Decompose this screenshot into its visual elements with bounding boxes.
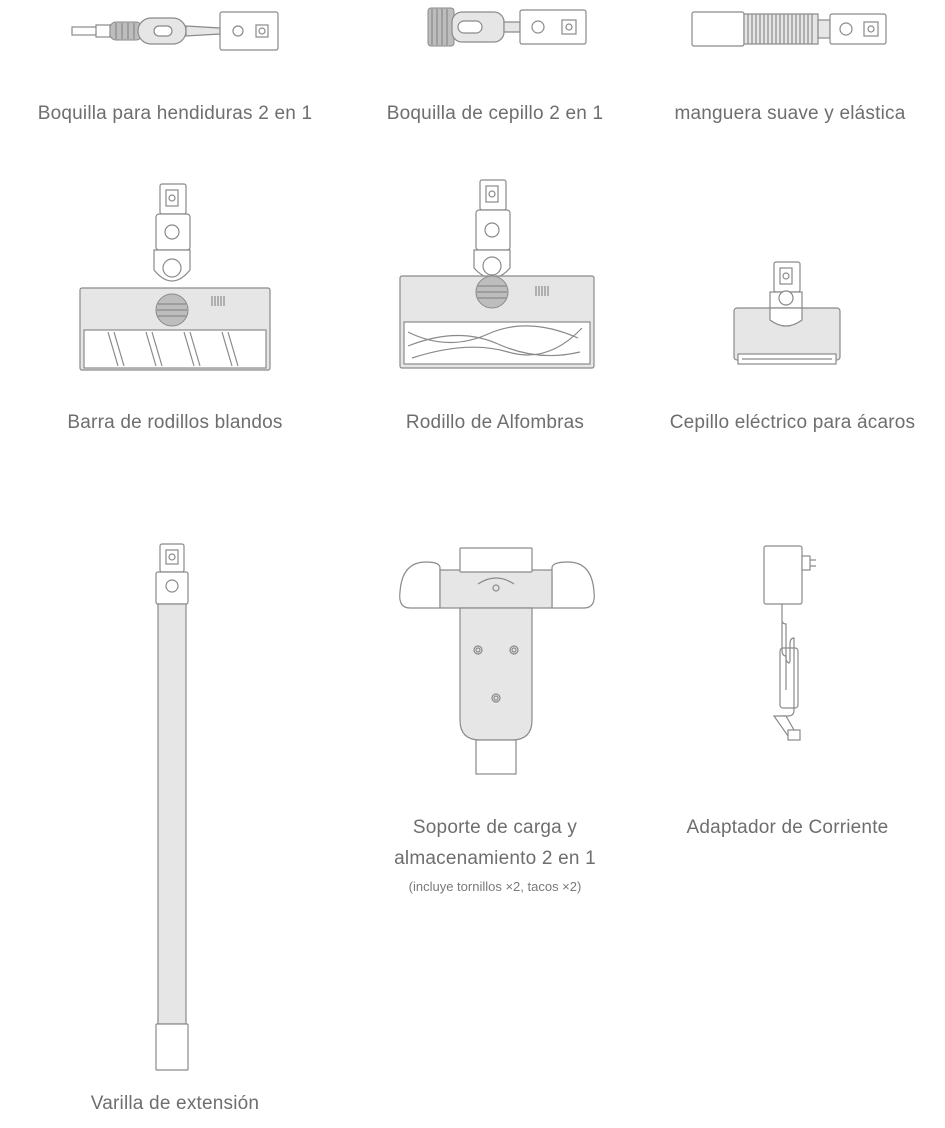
charging-dock-icon <box>398 544 598 776</box>
extension-wand-icon <box>152 542 198 1072</box>
accessory-label: Boquilla para hendiduras 2 en 1 <box>37 103 313 124</box>
accessory-label: Rodillo de Alfombras <box>405 412 585 433</box>
accessory-label: Varilla de extensión <box>90 1093 260 1114</box>
accessory-label: Soporte de carga y almacenamiento 2 en 1 <box>394 817 596 869</box>
brush-nozzle-icon <box>424 0 589 54</box>
accessory-note: (incluye tornillos ×2, tacos ×2) <box>408 879 582 894</box>
accessory-label: Cepillo eléctrico para ácaros <box>669 412 916 433</box>
accessory-label: manguera suave y elástica <box>674 103 906 124</box>
mite-brush-icon <box>732 258 844 370</box>
accessory-label: Adaptador de Corriente <box>686 817 889 838</box>
accessory-label: Boquilla de cepillo 2 en 1 <box>386 103 604 124</box>
carpet-roller-head-icon <box>398 176 598 370</box>
accessory-label: Barra de rodillos blandos <box>67 412 283 433</box>
soft-roller-head-icon <box>78 180 278 372</box>
crevice-nozzle-icon <box>70 6 285 56</box>
flexible-hose-icon <box>690 8 890 50</box>
power-adapter-icon <box>760 540 830 750</box>
